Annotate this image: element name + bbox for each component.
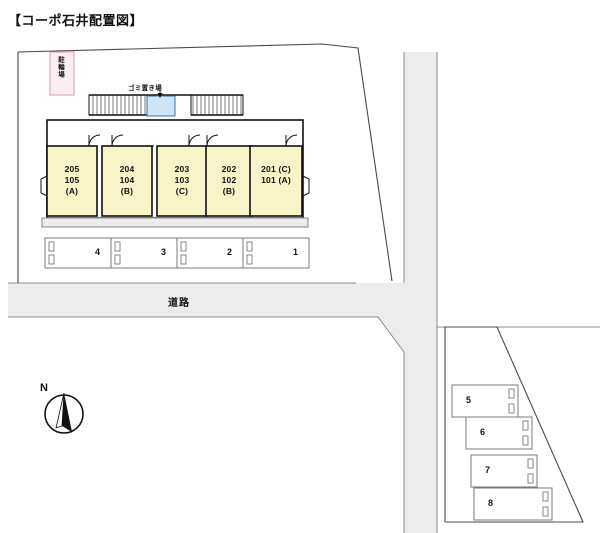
parking-stall-marker bbox=[246, 254, 253, 265]
parking-stall bbox=[176, 237, 244, 269]
road-vertical bbox=[404, 52, 437, 533]
door-swing-arcs bbox=[88, 134, 298, 147]
road-junction bbox=[356, 283, 404, 352]
parking-stall-marker bbox=[180, 241, 187, 252]
north-parking-cells bbox=[44, 237, 310, 269]
parking-stall bbox=[465, 416, 533, 450]
building-apron bbox=[41, 217, 309, 228]
south-parking-cells bbox=[451, 384, 553, 521]
parking-stall-marker bbox=[246, 241, 253, 252]
bracket-left bbox=[40, 175, 48, 197]
parking-stall-marker bbox=[527, 458, 534, 469]
parking-stall-marker bbox=[114, 254, 121, 265]
page-title: 【コーポ石井配置図】 bbox=[8, 13, 144, 28]
apartment-unit bbox=[156, 145, 208, 217]
parking-stall-marker bbox=[522, 435, 529, 446]
compass-rose bbox=[44, 392, 84, 434]
corridor-band-left bbox=[88, 94, 148, 116]
apartment-unit bbox=[101, 145, 153, 217]
apartment-unit bbox=[205, 145, 253, 217]
parking-stall bbox=[110, 237, 178, 269]
parking-stall bbox=[44, 237, 112, 269]
corridor-band-right bbox=[190, 94, 244, 116]
parking-stall-marker bbox=[527, 473, 534, 484]
apartment-unit bbox=[249, 145, 303, 217]
compass-needle-light bbox=[55, 392, 65, 429]
bracket-right bbox=[302, 175, 310, 197]
parking-stall-marker bbox=[508, 388, 515, 399]
road-edge-bottom bbox=[8, 316, 405, 353]
compass-needle-dark bbox=[62, 393, 72, 432]
parking-stall bbox=[470, 454, 538, 488]
parking-stall-marker bbox=[48, 254, 55, 265]
parking-stall-marker bbox=[48, 241, 55, 252]
parking-stall-marker bbox=[522, 420, 529, 431]
apartment-unit-cells bbox=[46, 145, 303, 217]
parking-stall-marker bbox=[114, 241, 121, 252]
road-horizontal bbox=[8, 283, 378, 317]
apartment-unit bbox=[46, 145, 98, 217]
parking-stall bbox=[473, 487, 553, 521]
parking-stall-marker bbox=[180, 254, 187, 265]
parking-stall bbox=[242, 237, 310, 269]
south-property-boundary bbox=[444, 326, 584, 523]
bike-parking-box bbox=[49, 51, 75, 96]
trash-arrow-head bbox=[157, 93, 163, 98]
trash-area-box bbox=[146, 95, 176, 117]
parking-stall-marker bbox=[542, 506, 549, 517]
parking-stall-marker bbox=[542, 491, 549, 502]
road-network bbox=[8, 52, 600, 533]
building-side-brackets bbox=[40, 175, 310, 197]
parking-stall-marker bbox=[508, 403, 515, 414]
parking-stall bbox=[451, 384, 519, 418]
north-property-boundary bbox=[17, 43, 393, 283]
